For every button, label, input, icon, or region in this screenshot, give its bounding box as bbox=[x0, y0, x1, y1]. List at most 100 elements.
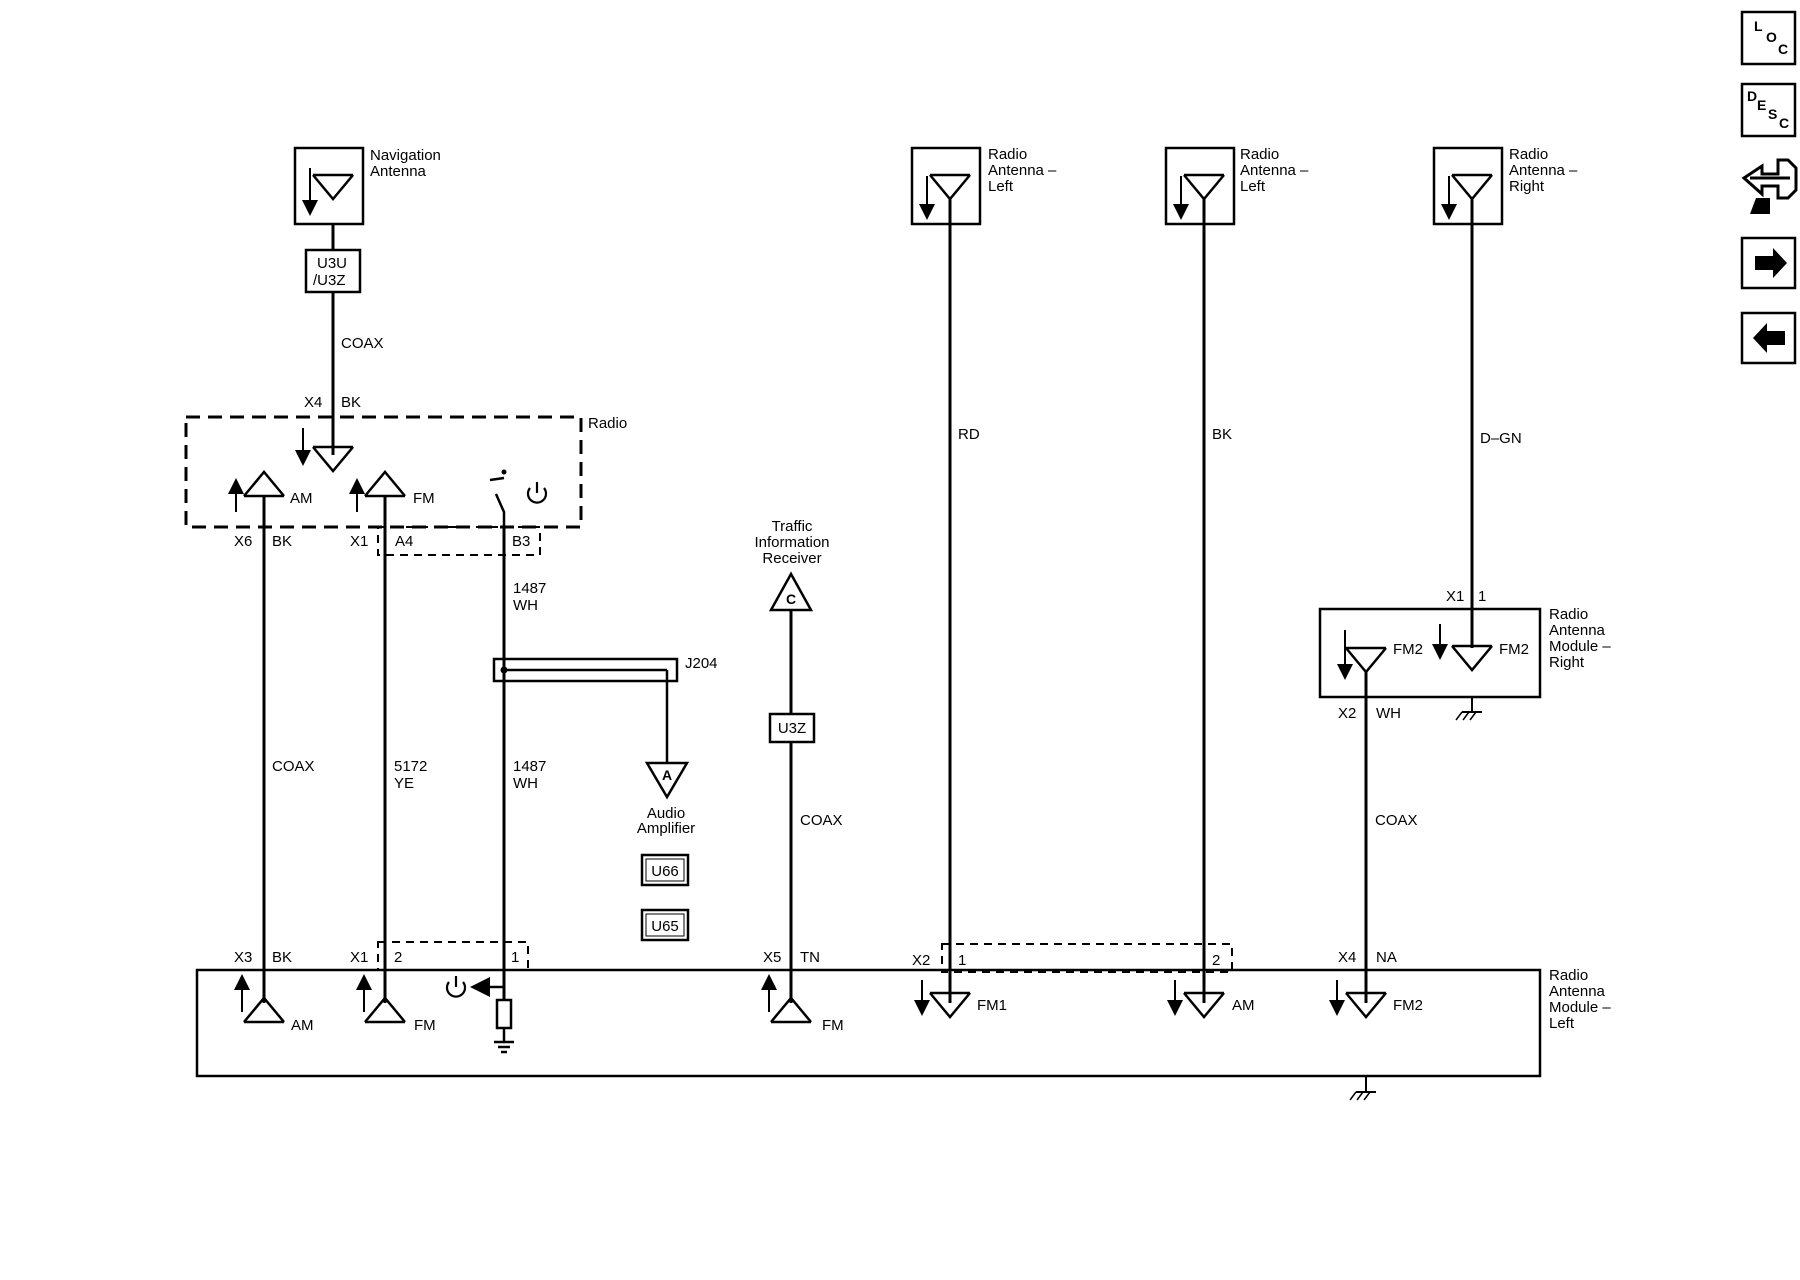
audio-amp-label-1: Audio bbox=[647, 805, 685, 822]
conn-raml-x1: X1 bbox=[350, 949, 368, 966]
radio-ant-left1-label-2: Antenna – bbox=[988, 162, 1057, 179]
wire-label-coax-am: COAX bbox=[272, 758, 315, 775]
raml-am-out-label: AM bbox=[291, 1017, 314, 1034]
raml-am-in-label: AM bbox=[1232, 997, 1255, 1014]
desc-s: S bbox=[1768, 106, 1777, 122]
audio-amp-label-2: Amplifier bbox=[637, 820, 695, 837]
loc-o: O bbox=[1766, 29, 1777, 45]
raml-label-3: Module – bbox=[1549, 999, 1611, 1016]
offpage-traffic-receiver[interactable]: C bbox=[768, 571, 814, 612]
wire-color-rd: RD bbox=[958, 426, 980, 443]
offpage-c-letter: C bbox=[786, 591, 796, 607]
option-u3z-a: /U3Z bbox=[313, 272, 346, 289]
radio-ant-left2-label-1: Radio bbox=[1240, 146, 1279, 163]
conn-ramr-x1: X1 bbox=[1446, 588, 1464, 605]
traffic-label-2: Information bbox=[754, 534, 829, 551]
ramr-label-4: Right bbox=[1549, 654, 1585, 671]
conn-radio-b3: B3 bbox=[512, 533, 530, 550]
loc-button[interactable]: L O C bbox=[1740, 10, 1797, 66]
ramr-label-2: Antenna bbox=[1549, 622, 1606, 639]
ramr-fm2-in-label: FM2 bbox=[1499, 641, 1529, 658]
radio-antenna-module-left[interactable] bbox=[195, 968, 1542, 1078]
option-u66: U66 bbox=[640, 853, 690, 887]
previous-page-button[interactable] bbox=[1740, 311, 1797, 365]
loc-c: C bbox=[1778, 41, 1788, 57]
wire-color-wh-ramr: WH bbox=[1376, 705, 1401, 722]
ramr-label-1: Radio bbox=[1549, 606, 1588, 623]
radio-fm-label: FM bbox=[413, 490, 435, 507]
right-arrow-icon bbox=[1755, 248, 1787, 278]
option-u3u: U3U bbox=[317, 255, 347, 272]
desc-button[interactable]: D E S C bbox=[1740, 82, 1797, 138]
ground-icon-ramr bbox=[1455, 697, 1482, 721]
wire-color-bk: BK bbox=[1212, 426, 1232, 443]
desc-d: D bbox=[1747, 88, 1757, 104]
ramr-fm2-out-label: FM2 bbox=[1393, 641, 1423, 658]
radio-ant-right-label-3: Right bbox=[1509, 178, 1545, 195]
conn-raml-x3: X3 bbox=[234, 949, 252, 966]
offpage-a-letter: A bbox=[662, 767, 672, 783]
radio-ant-left1-label-3: Left bbox=[988, 178, 1014, 195]
splice-label: J204 bbox=[685, 655, 718, 672]
radio-antenna-module-right[interactable] bbox=[1318, 607, 1542, 699]
conn-ramr-x1-pin1: 1 bbox=[1478, 588, 1486, 605]
wire-color-na: NA bbox=[1376, 949, 1397, 966]
wire-circuit-1487-b: 1487 bbox=[513, 758, 546, 775]
radio-antenna-left-1[interactable] bbox=[910, 146, 982, 226]
wire-color-wh-b: WH bbox=[513, 775, 538, 792]
wire-color-tn: TN bbox=[800, 949, 820, 966]
radio-ant-right-label-2: Antenna – bbox=[1509, 162, 1578, 179]
radio-am-label: AM bbox=[290, 490, 313, 507]
wire-color-bk-am: BK bbox=[272, 533, 292, 550]
navigation-antenna[interactable] bbox=[293, 146, 365, 226]
conn-raml-x1-pin2: 2 bbox=[394, 949, 402, 966]
radio-antenna-left-2[interactable] bbox=[1164, 146, 1236, 226]
conn-raml-x2-pin1: 1 bbox=[958, 952, 966, 969]
wire-color-bk-x3: BK bbox=[272, 949, 292, 966]
conn-radio-x4: X4 bbox=[304, 394, 322, 411]
nav-antenna-label-2: Antenna bbox=[370, 163, 427, 180]
radio-antenna-right[interactable] bbox=[1432, 146, 1504, 226]
wire-label-coax-traffic: COAX bbox=[800, 812, 843, 829]
wire-label-coax-ramr: COAX bbox=[1375, 812, 1418, 829]
resistor bbox=[495, 998, 513, 1030]
desc-e: E bbox=[1757, 97, 1766, 113]
raml-fm1-label: FM1 bbox=[977, 997, 1007, 1014]
wire-color-ye: YE bbox=[394, 775, 414, 792]
nav-antenna-label-1: Navigation bbox=[370, 147, 441, 164]
power-icon bbox=[526, 482, 548, 504]
raml-fm-traffic-label: FM bbox=[822, 1017, 844, 1034]
raml-label-4: Left bbox=[1549, 1015, 1575, 1032]
splice-j204 bbox=[492, 657, 679, 763]
wire-label-coax-nav: COAX bbox=[341, 335, 384, 352]
radio-ant-left2-label-2: Antenna – bbox=[1240, 162, 1309, 179]
option-u65: U65 bbox=[640, 908, 690, 942]
left-arrow-icon bbox=[1753, 323, 1785, 353]
connector-tools-icon[interactable] bbox=[1741, 158, 1798, 214]
wire-color-wh-a: WH bbox=[513, 597, 538, 614]
raml-label-1: Radio bbox=[1549, 967, 1588, 984]
next-page-button[interactable] bbox=[1740, 236, 1797, 290]
option-u3z: U3Z bbox=[768, 712, 816, 744]
traffic-label-3: Receiver bbox=[762, 550, 821, 567]
radio-ant-right-label-1: Radio bbox=[1509, 146, 1548, 163]
conn-radio-x6: X6 bbox=[234, 533, 252, 550]
conn-radio-x1: X1 bbox=[350, 533, 368, 550]
option-u66-text: U66 bbox=[651, 863, 679, 880]
radio-ant-left1-label-1: Radio bbox=[988, 146, 1027, 163]
loc-l: L bbox=[1754, 18, 1763, 34]
desc-c: C bbox=[1779, 115, 1789, 131]
traffic-label-1: Traffic bbox=[772, 518, 813, 535]
conn-raml-x2-pin2: 2 bbox=[1212, 952, 1220, 969]
conn-ramr-x2: X2 bbox=[1338, 705, 1356, 722]
ramr-label-3: Module – bbox=[1549, 638, 1611, 655]
option-u3z-text: U3Z bbox=[778, 720, 806, 737]
option-u65-text: U65 bbox=[651, 918, 679, 935]
offpage-audio-amplifier[interactable]: A bbox=[644, 761, 690, 800]
ground-icon-raml-internal bbox=[494, 1040, 514, 1054]
radio-module[interactable] bbox=[184, 415, 583, 529]
option-u3u-u3z: U3U /U3Z bbox=[304, 248, 362, 294]
power-icon-raml bbox=[445, 976, 467, 998]
wire-color-bk-nav: BK bbox=[341, 394, 361, 411]
